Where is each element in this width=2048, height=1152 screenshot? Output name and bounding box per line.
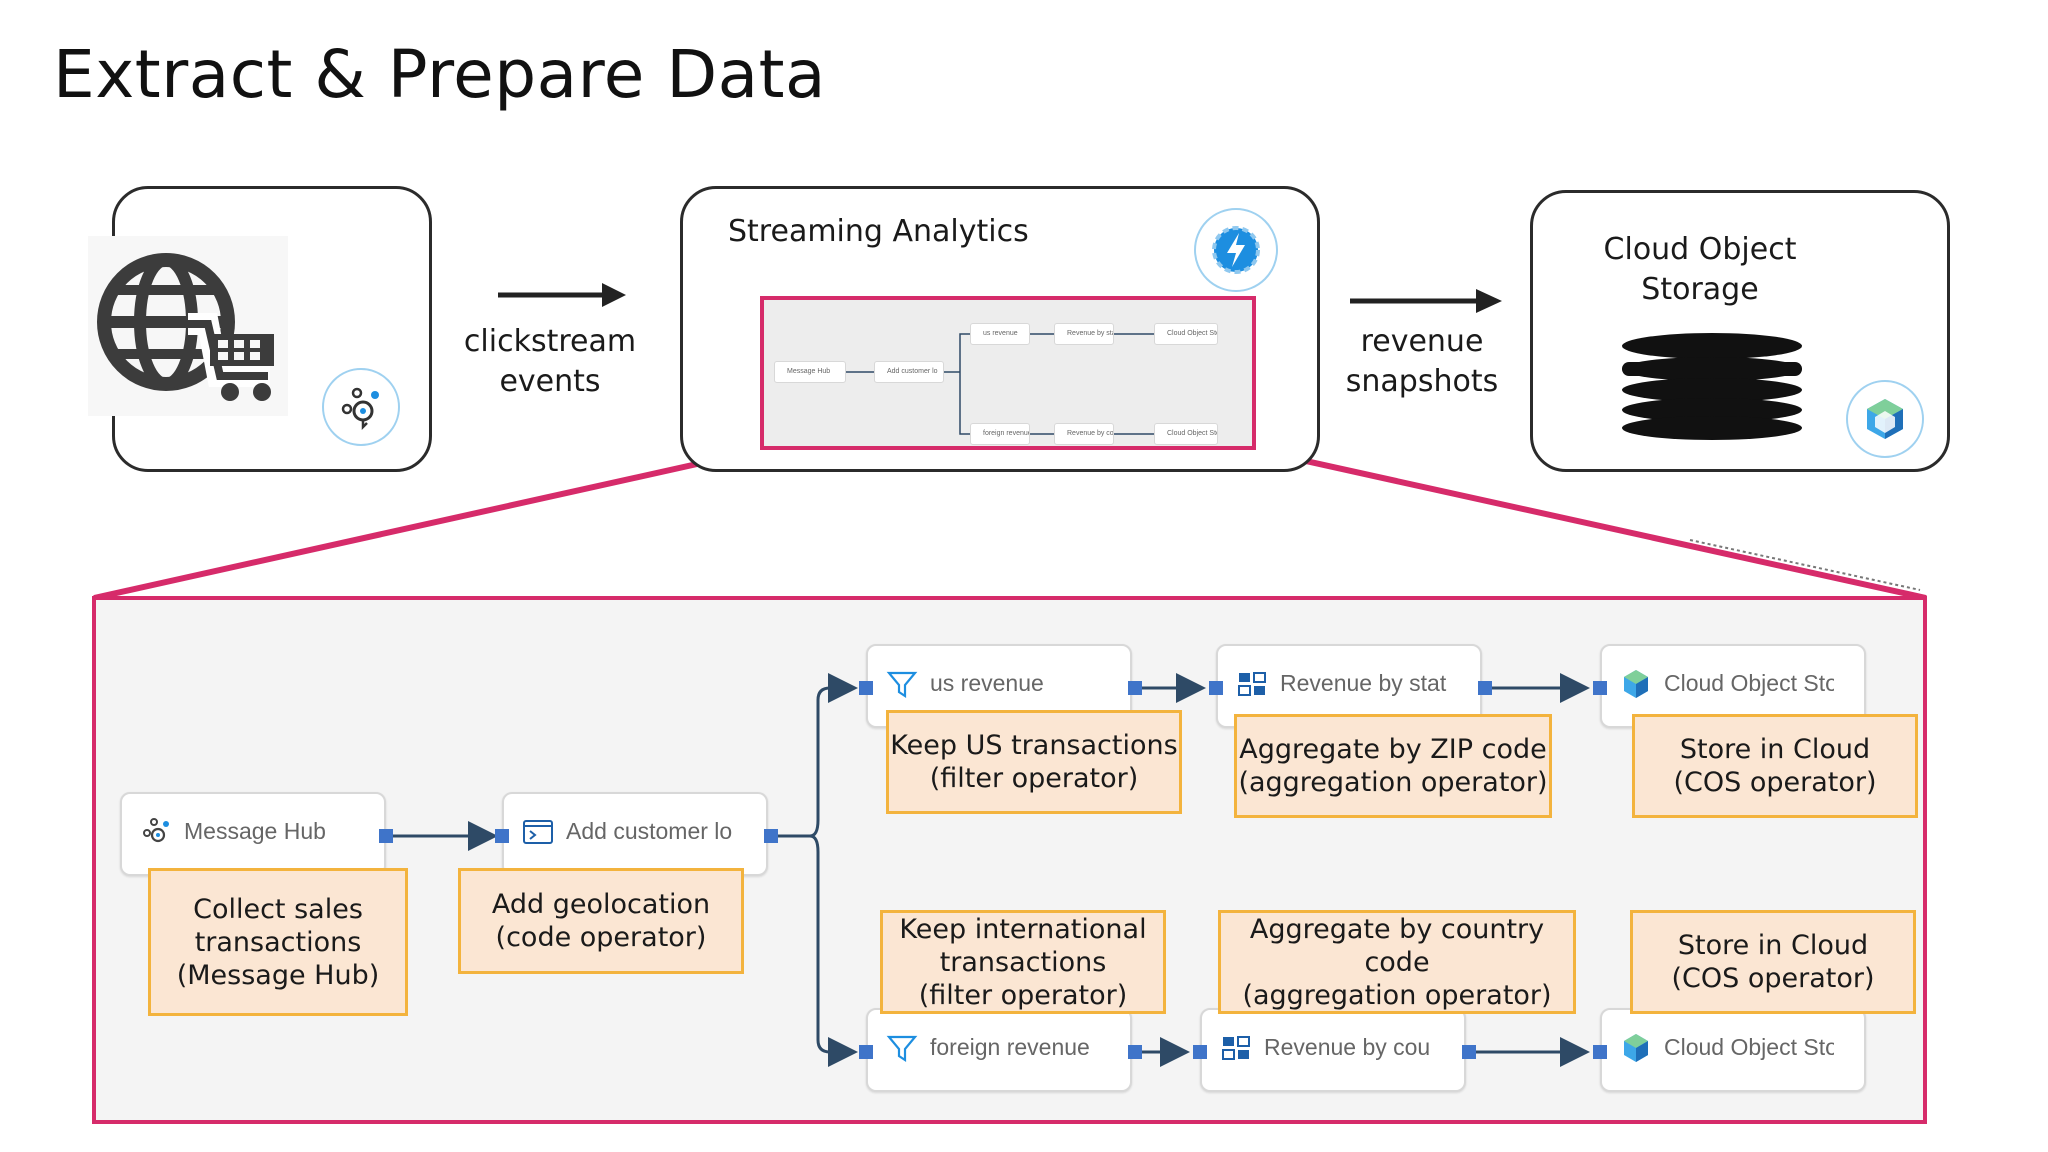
note-line: (filter operator) (929, 763, 1139, 794)
message-hub-badge (322, 368, 400, 446)
mini-node: Add customer lo (874, 361, 944, 383)
cloud-object-storage-icon (1867, 399, 1903, 439)
connector (809, 834, 858, 1067)
node-cos-bottom[interactable]: Cloud Object Sto (1600, 1008, 1866, 1092)
output-port[interactable] (1128, 1045, 1142, 1059)
mini-node: Message Hub (774, 361, 846, 383)
node-add-customer[interactable]: Add customer lo (502, 792, 768, 876)
note-line: (Message Hub) (176, 959, 380, 991)
streaming-analytics-title: Streaming Analytics (728, 214, 1029, 249)
arrow-label-revenue: revenue snapshots (1312, 322, 1532, 402)
cloud-object-storage-badge (1846, 380, 1924, 458)
input-port[interactable] (495, 829, 509, 843)
arrow-label-clickstream: clickstream events (440, 322, 660, 402)
node-label: Cloud Object Sto (1664, 670, 1834, 696)
note-aggregate-country: Aggregate by country code (aggregation o… (1218, 910, 1576, 1014)
code-terminal-icon (523, 820, 553, 844)
mini-node: Cloud Object Sto (1154, 423, 1218, 445)
note-line: Add geolocation (491, 889, 711, 920)
arrow-label-line: events (499, 364, 601, 399)
note-keep-us: Keep US transactions (filter operator) (886, 710, 1182, 814)
note-line: Aggregate by ZIP code (1239, 734, 1547, 765)
mini-node: foreign revenue (970, 423, 1030, 445)
note-line: Store in Cloud (1677, 930, 1869, 961)
note-collect-sales: Collect sales transactions (Message Hub) (148, 868, 408, 1016)
globe-cart-icon (88, 236, 288, 416)
cloud-object-storage-title: Cloud Object Storage (1560, 230, 1840, 310)
arrow-clickstream (498, 283, 626, 307)
note-line: (aggregation operator) (1242, 979, 1552, 1011)
node-message-hub[interactable]: Message Hub (120, 792, 386, 876)
note-line: transactions (939, 946, 1107, 978)
arrow-label-line: revenue (1360, 324, 1484, 359)
note-line: transactions (194, 926, 362, 958)
note-aggregate-zip: Aggregate by ZIP code (aggregation opera… (1234, 714, 1552, 818)
note-line: Aggregate by country code (1249, 913, 1545, 978)
note-line: Keep US transactions (890, 730, 1178, 761)
streaming-analytics-badge (1194, 208, 1278, 292)
input-port[interactable] (1593, 681, 1607, 695)
note-line: (COS operator) (1673, 767, 1877, 798)
node-label: foreign revenue (930, 1034, 1090, 1060)
zoom-line-left (93, 447, 761, 601)
output-port[interactable] (1462, 1045, 1476, 1059)
cloud-object-storage-icon (1624, 1034, 1648, 1062)
note-store-top: Store in Cloud (COS operator) (1632, 714, 1918, 818)
arrow-label-line: clickstream (463, 324, 637, 359)
mini-flow-connectors (846, 333, 1154, 435)
note-line: (COS operator) (1671, 963, 1875, 994)
node-label: Message Hub (184, 818, 326, 844)
filter-icon (886, 1035, 918, 1063)
arrow-label-line: snapshots (1345, 364, 1499, 399)
output-port[interactable] (1128, 681, 1142, 695)
output-port[interactable] (379, 829, 393, 843)
message-hub-icon (341, 387, 379, 431)
node-revenue-by-country[interactable]: Revenue by cou (1200, 1008, 1466, 1092)
aggregation-icon (1222, 1036, 1250, 1060)
connector (809, 673, 858, 838)
node-label: Add customer lo (566, 818, 733, 844)
note-line: (aggregation operator) (1238, 767, 1548, 798)
node-label: Revenue by cou (1264, 1034, 1431, 1060)
note-add-geolocation: Add geolocation (code operator) (458, 868, 744, 974)
note-store-bottom: Store in Cloud (COS operator) (1630, 910, 1916, 1014)
input-port[interactable] (859, 1045, 873, 1059)
storage-title-line: Storage (1641, 272, 1759, 307)
streaming-analytics-icon (1212, 226, 1260, 274)
input-port[interactable] (1593, 1045, 1607, 1059)
arrow-revenue (1350, 289, 1502, 313)
mini-flow-panel: Message Hub Add customer lo us revenue R… (760, 296, 1256, 450)
aggregation-icon (1238, 672, 1266, 696)
input-port[interactable] (1209, 681, 1223, 695)
zoom-line-right (1255, 447, 1927, 601)
filter-icon (886, 671, 918, 699)
node-foreign-revenue[interactable]: foreign revenue (866, 1008, 1132, 1092)
page-title: Extract & Prepare Data (53, 36, 826, 113)
note-line: Keep international (899, 913, 1147, 945)
note-line: (code operator) (495, 922, 707, 953)
mini-node: Revenue by cou (1054, 423, 1114, 445)
mini-node: Revenue by stat (1054, 323, 1114, 345)
mini-node: Cloud Object Sto (1154, 323, 1218, 345)
input-port[interactable] (859, 681, 873, 695)
output-port[interactable] (1478, 681, 1492, 695)
input-port[interactable] (1193, 1045, 1207, 1059)
note-line: (filter operator) (918, 979, 1128, 1011)
storage-title-line: Cloud Object (1603, 232, 1797, 267)
cloud-object-storage-icon (1624, 670, 1648, 698)
node-label: Revenue by stat (1280, 670, 1447, 696)
mini-node: us revenue (970, 323, 1030, 345)
node-label: Cloud Object Sto (1664, 1034, 1834, 1060)
note-keep-international: Keep international transactions (filter … (880, 910, 1166, 1014)
note-line: Collect sales (193, 893, 363, 925)
database-icon (1622, 333, 1802, 440)
note-line: Store in Cloud (1679, 734, 1871, 765)
node-label: us revenue (930, 670, 1044, 696)
output-port[interactable] (764, 829, 778, 843)
message-hub-icon (143, 818, 169, 843)
